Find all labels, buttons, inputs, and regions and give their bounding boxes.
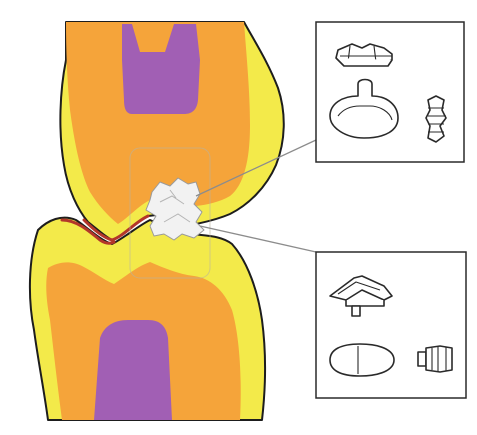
- stacked-particle-side-icon: [426, 96, 446, 142]
- inset-panel-bottom: [316, 252, 466, 398]
- inset-panel-top-frame: [316, 22, 464, 162]
- inset-panel-bottom-frame: [316, 252, 466, 398]
- layered-particle-flat-icon: [336, 44, 392, 66]
- lower-tooth: [30, 218, 265, 420]
- lower-tooth-pulp: [94, 320, 172, 420]
- inset-panel-top: [316, 22, 464, 162]
- oval-particle-icon: [330, 344, 394, 376]
